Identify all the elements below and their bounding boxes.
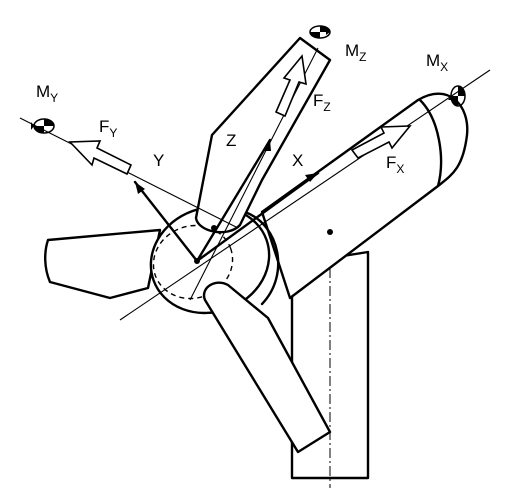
hub-hidden-outline bbox=[152, 224, 234, 300]
nacelle bbox=[260, 92, 469, 300]
x-axis-arrow bbox=[195, 171, 320, 263]
z-arrowhead-icon bbox=[263, 140, 271, 151]
label-axis-x: X bbox=[292, 151, 303, 170]
z-axis-line bbox=[189, 47, 319, 301]
force-fz-arrow-icon bbox=[274, 54, 307, 118]
x-axis-line bbox=[119, 69, 491, 321]
label-my: MY bbox=[36, 82, 58, 105]
moment-mx-icon bbox=[448, 85, 466, 107]
y-arrowhead-icon bbox=[135, 182, 145, 194]
z-axis-arrow bbox=[195, 138, 272, 263]
label-mx: MX bbox=[426, 51, 448, 74]
nacelle-body bbox=[260, 92, 469, 300]
y-axis-arrow bbox=[133, 180, 199, 263]
blade-left bbox=[44, 228, 162, 300]
moment-mz-icon bbox=[309, 25, 331, 39]
nacelle-rear-edge bbox=[418, 98, 443, 188]
label-mz: MZ bbox=[345, 41, 367, 64]
label-fz: FZ bbox=[313, 91, 331, 114]
axes bbox=[19, 47, 491, 321]
label-axis-z: Z bbox=[226, 131, 236, 150]
y-axis-line bbox=[19, 117, 239, 229]
label-fy: FY bbox=[99, 117, 117, 140]
force-fy-arrow-icon bbox=[68, 140, 133, 176]
blade-lower bbox=[202, 281, 332, 454]
blade-root-dot bbox=[211, 225, 217, 231]
force-fx-arrow-icon bbox=[350, 125, 412, 160]
moment-my-icon bbox=[31, 118, 55, 134]
blade-upper-tip-edge bbox=[299, 37, 331, 61]
yaw-dot bbox=[327, 229, 333, 235]
label-axis-y: Y bbox=[153, 151, 164, 170]
label-fx: FX bbox=[386, 153, 404, 176]
x-arrowhead-icon bbox=[305, 173, 318, 182]
origin-dot bbox=[194, 258, 200, 264]
